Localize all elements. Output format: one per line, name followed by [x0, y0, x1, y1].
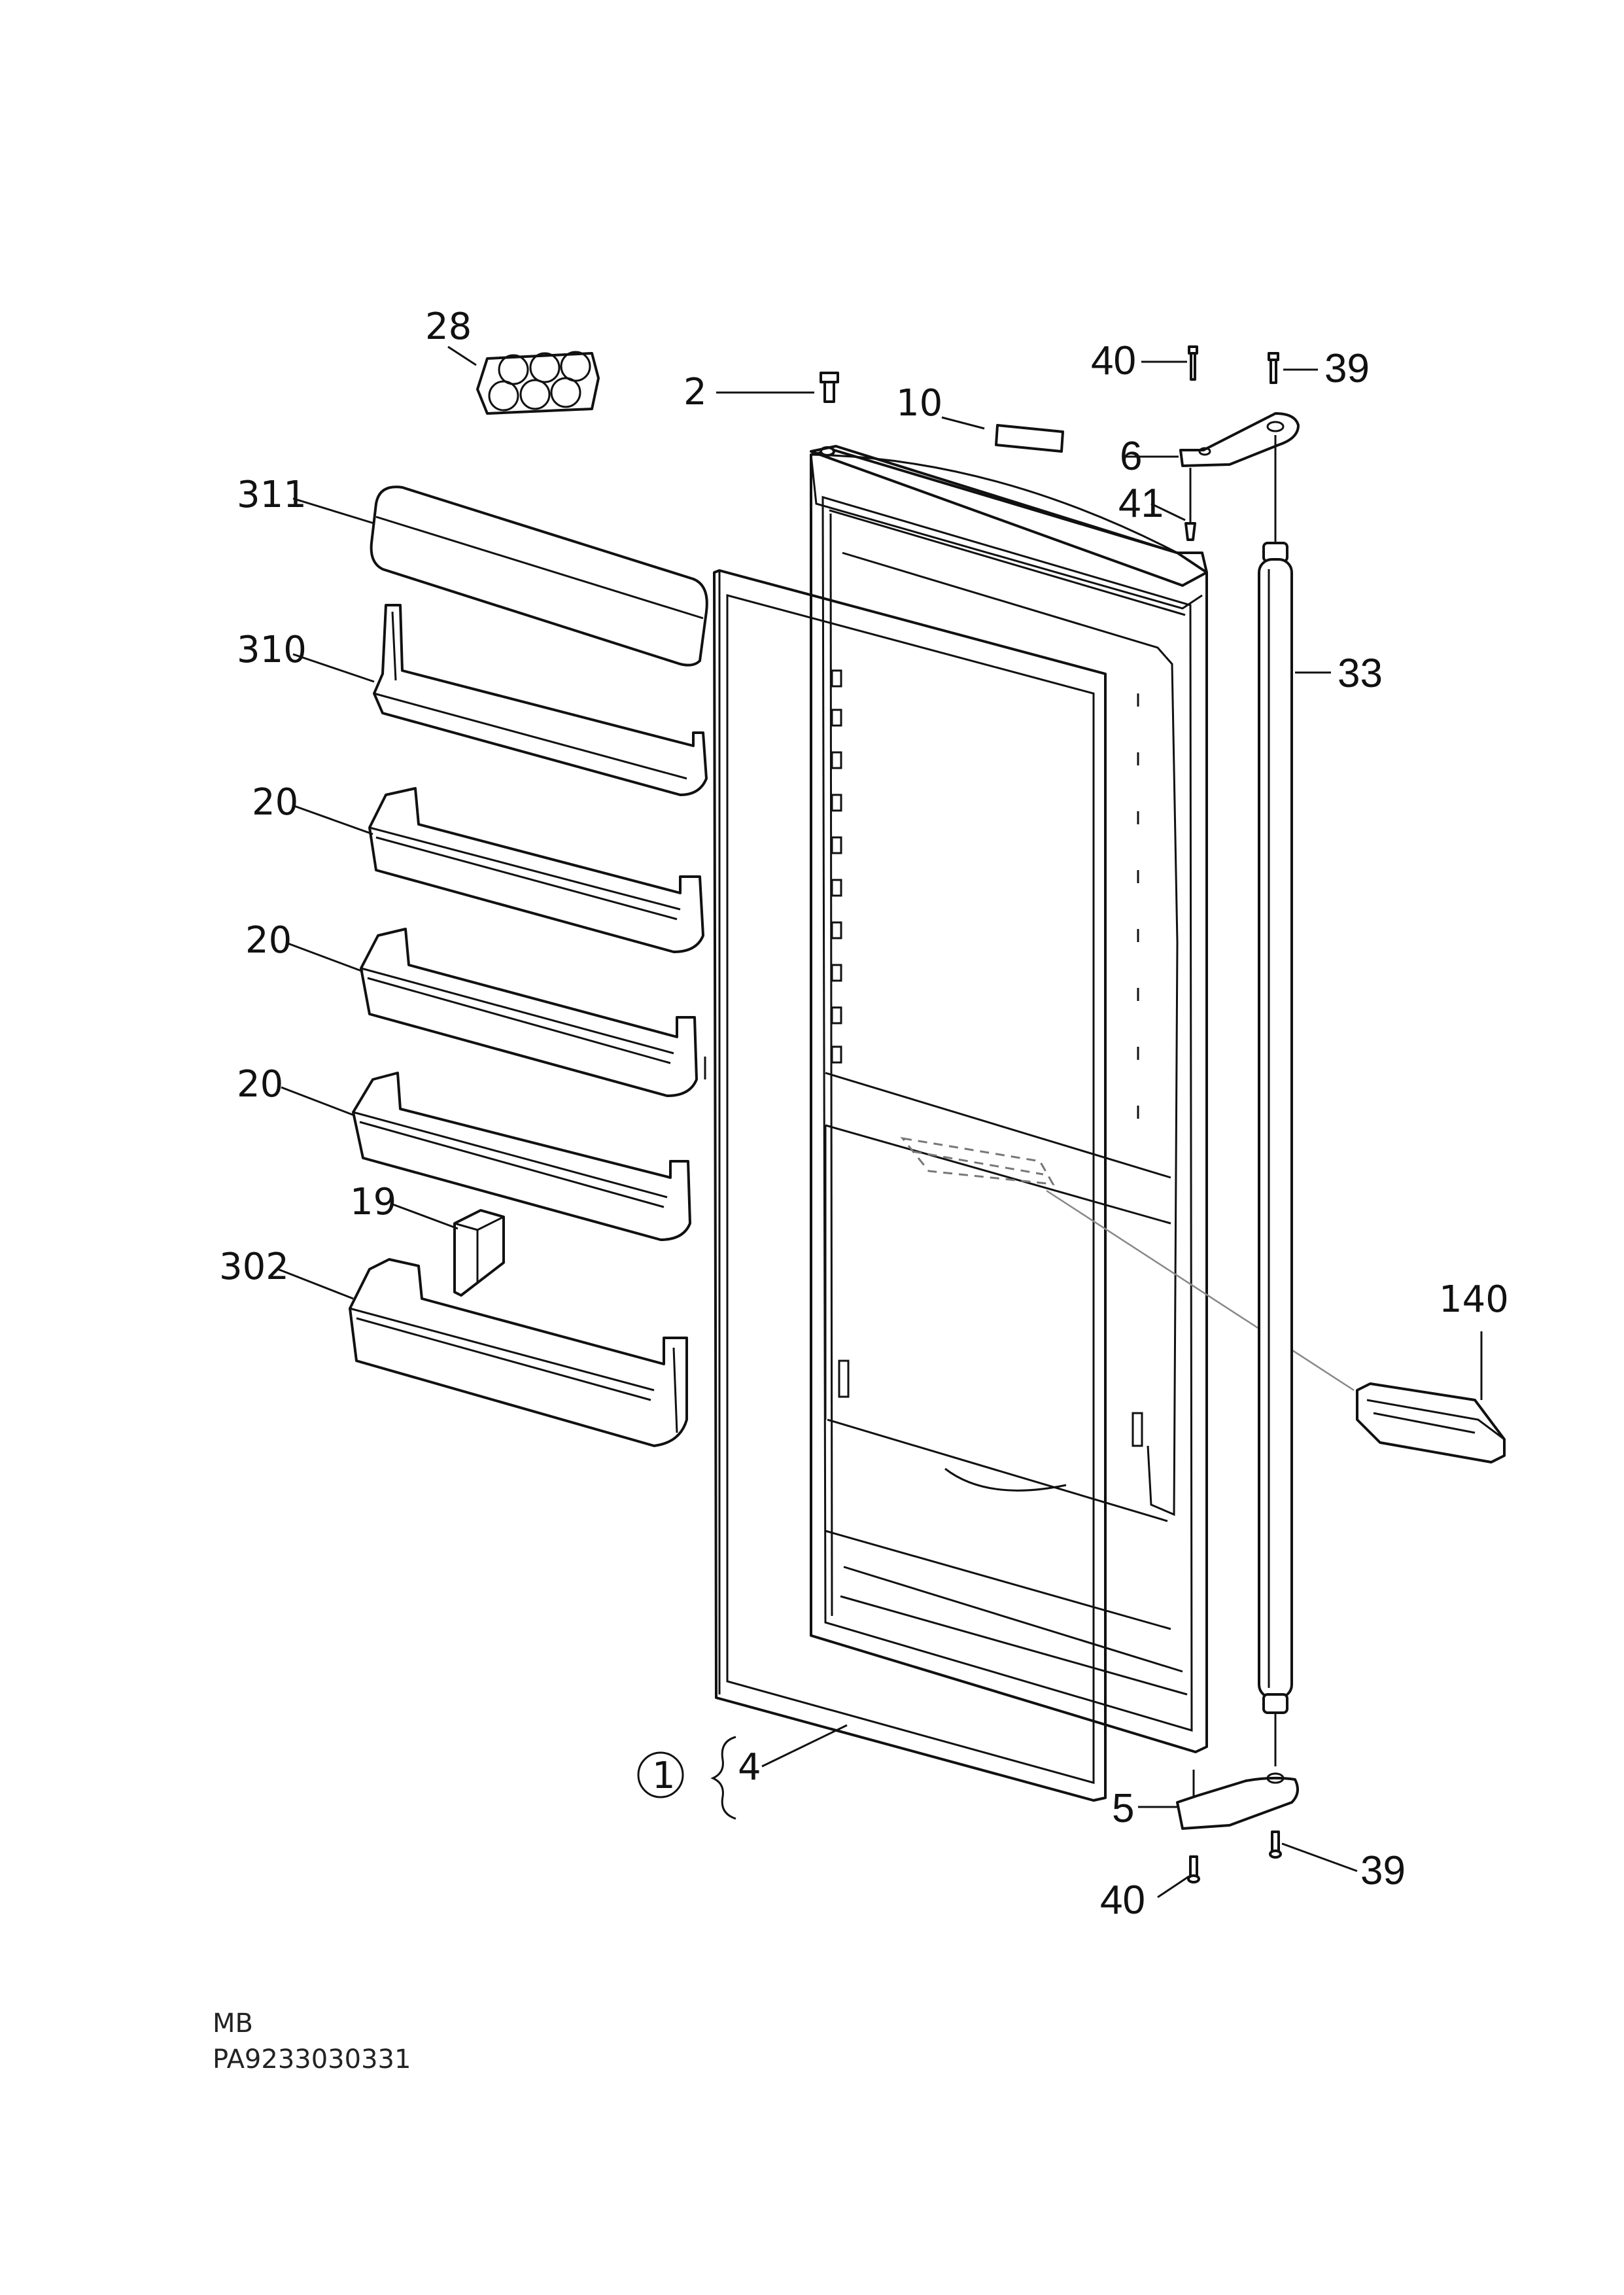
top-screw-40	[1188, 345, 1198, 381]
bottle-holder	[453, 1209, 505, 1297]
door-shelf-a	[368, 787, 704, 953]
hinge-pin	[1184, 468, 1196, 541]
label-bracket: 140	[1439, 1278, 1509, 1321]
shelf-lid	[370, 485, 708, 667]
label-egg-tray: 28	[425, 306, 472, 348]
bottom-screw-40	[1187, 1855, 1200, 1883]
label-shelf-b: 20	[245, 919, 292, 962]
label-gasket: 4	[738, 1746, 761, 1789]
bracket	[1356, 1382, 1506, 1463]
top-hinge	[1179, 412, 1300, 467]
footer-code-mb: MB	[213, 2008, 253, 2039]
label-hinge-bottom: 5	[1112, 1786, 1134, 1831]
label-strip	[995, 424, 1064, 453]
label-screw-39-top: 39	[1324, 346, 1370, 391]
label-top-screw: 2	[683, 371, 707, 413]
label-pin: 41	[1118, 481, 1164, 526]
label-shelf-a: 20	[252, 781, 298, 824]
door-shelf-b	[360, 928, 706, 1097]
label-door-circle: 1	[652, 1755, 676, 1797]
label-bottle-holder: 19	[350, 1181, 396, 1223]
label-screw-40-top: 40	[1091, 338, 1136, 383]
door-shelf-c	[352, 1072, 691, 1241]
bottom-hinge	[1176, 1770, 1299, 1830]
label-shelf-lid: 311	[237, 474, 307, 516]
door-shelf-bottom	[349, 1258, 688, 1447]
label-handle-bar: 33	[1338, 651, 1383, 696]
shelf-slots	[831, 669, 1143, 1447]
door-shelf-top	[373, 604, 708, 796]
bottom-screw-39	[1269, 1831, 1282, 1859]
label-shelf-bottom: 302	[219, 1246, 289, 1288]
top-screw	[820, 372, 839, 457]
footer-part-number: PA9233030331	[213, 2044, 411, 2075]
handle-bar	[1258, 435, 1293, 1766]
top-screw-39	[1268, 352, 1279, 384]
label-label-strip: 10	[896, 382, 942, 425]
label-shelf-top: 310	[237, 629, 307, 671]
label-screw-40-bottom: 40	[1100, 1878, 1145, 1923]
label-screw-39-bottom: 39	[1360, 1848, 1406, 1893]
label-shelf-c: 20	[237, 1063, 283, 1106]
label-hinge-top: 6	[1120, 434, 1142, 479]
egg-tray	[476, 351, 600, 415]
door-inner-liner	[810, 449, 1355, 1753]
